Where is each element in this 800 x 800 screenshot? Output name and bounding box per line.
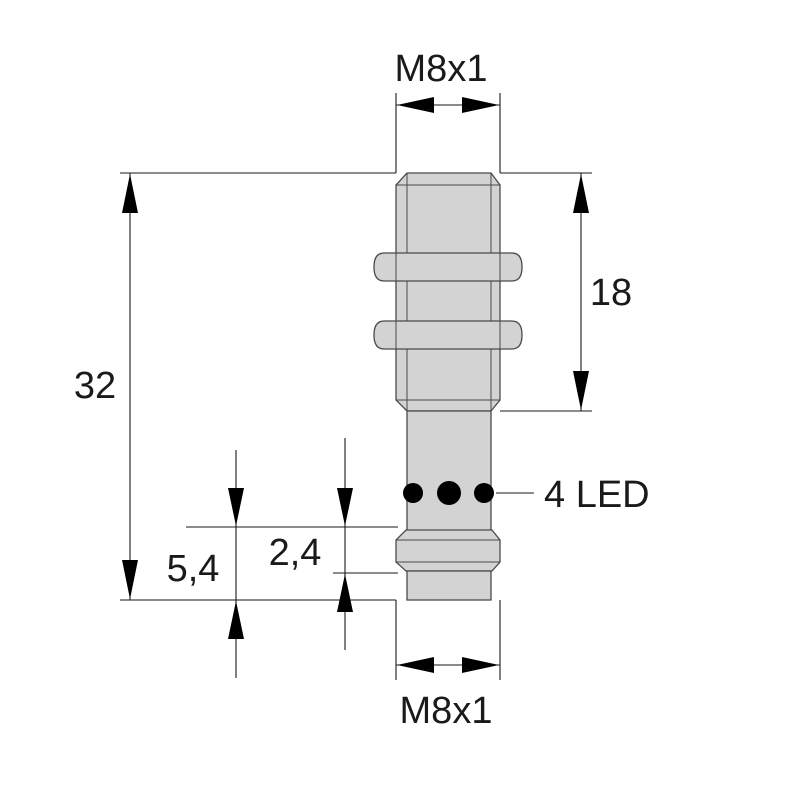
arrowhead bbox=[462, 657, 499, 673]
dimension-thread-bottom: M8x1 bbox=[395, 600, 501, 732]
dimension-thread-top: M8x1 bbox=[395, 48, 501, 173]
dim-5-4-label: 5,4 bbox=[167, 548, 220, 590]
dimension-overall-length: 32 bbox=[74, 172, 396, 601]
thread-bottom-label: M8x1 bbox=[400, 690, 493, 732]
arrowhead bbox=[337, 488, 353, 526]
led-indicators bbox=[403, 481, 494, 505]
lock-nut-upper bbox=[373, 252, 523, 282]
arrowhead bbox=[573, 174, 589, 213]
arrowhead bbox=[337, 574, 353, 612]
overall-length-label: 32 bbox=[74, 365, 116, 407]
connector-thread bbox=[406, 570, 492, 601]
thread-top-label: M8x1 bbox=[395, 48, 488, 90]
shank bbox=[406, 410, 492, 532]
connector-collar bbox=[395, 529, 501, 572]
led-dot bbox=[403, 483, 423, 503]
lock-nut-lower bbox=[373, 320, 523, 350]
arrowhead bbox=[122, 560, 138, 599]
led-callout: 4 LED bbox=[496, 474, 650, 516]
arrowhead bbox=[462, 97, 499, 113]
dimension-5-4: 5,4 bbox=[167, 450, 398, 678]
arrowhead bbox=[122, 174, 138, 213]
dim-2-4-label: 2,4 bbox=[269, 532, 322, 574]
arrowhead bbox=[397, 657, 434, 673]
sensor-body bbox=[373, 172, 523, 601]
arrowhead bbox=[228, 601, 244, 639]
led-label: 4 LED bbox=[544, 474, 650, 516]
arrowhead bbox=[573, 371, 589, 410]
dimension-thread-length: 18 bbox=[500, 172, 632, 412]
led-dot bbox=[437, 481, 461, 505]
thread-length-label: 18 bbox=[590, 272, 632, 314]
arrowhead bbox=[397, 97, 434, 113]
led-dot bbox=[474, 483, 494, 503]
arrowhead bbox=[228, 488, 244, 526]
threaded-housing bbox=[395, 172, 501, 412]
dimension-2-4: 2,4 bbox=[269, 438, 398, 650]
